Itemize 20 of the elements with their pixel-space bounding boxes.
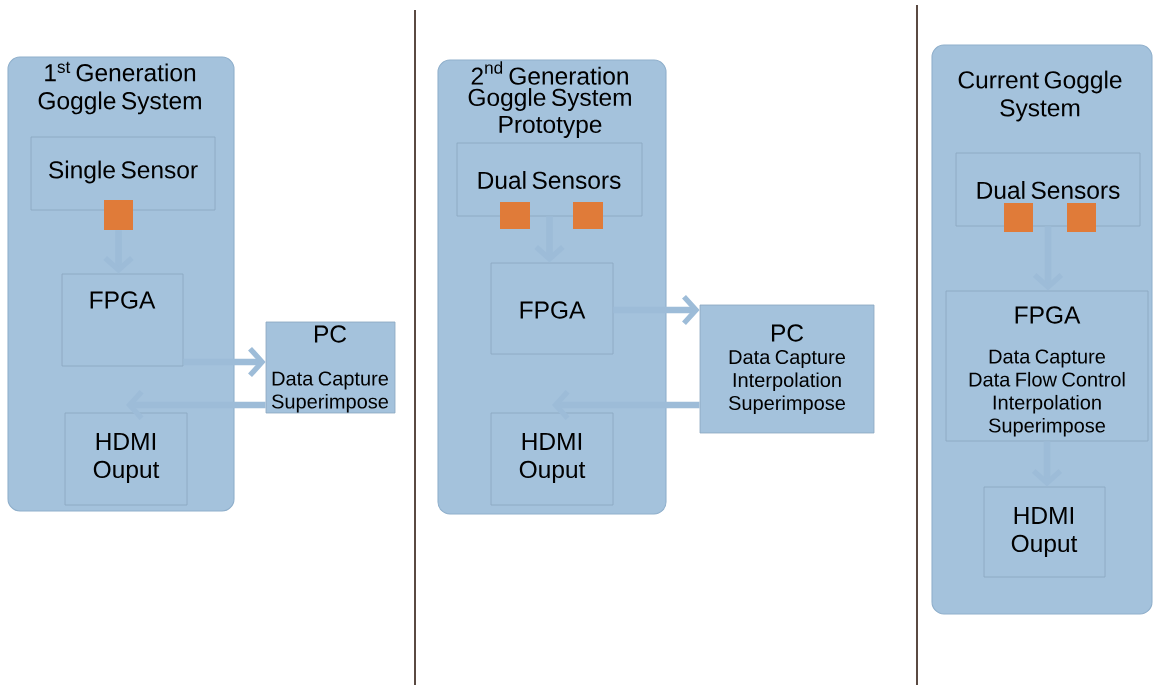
arrow [183, 346, 266, 378]
component-box: PC Data Capture Superimpose [265, 321, 396, 414]
component-box: FPGA Data Capture Data Flow Control Interpolation Superimpose [945, 290, 1149, 442]
component-box: FPGA [490, 262, 614, 355]
component-box: HDMI Ouput [64, 412, 188, 506]
component-box: Dual Sensors [955, 152, 1141, 227]
arrow [613, 294, 700, 326]
component-box: PC Data Capture Interpolation Superimpose [699, 304, 875, 434]
component-box: Dual Sensors [456, 142, 643, 217]
component-box: HDMI Ouput [983, 486, 1106, 578]
sensor-square [573, 202, 603, 229]
component-box: Single Sensor [30, 136, 216, 211]
arrow [1032, 226, 1064, 291]
component-box: HDMI Ouput [490, 412, 614, 506]
sensor-square [500, 202, 530, 229]
sensor-square [104, 200, 133, 230]
sensor-square [1004, 203, 1033, 232]
component-box: FPGA [61, 273, 184, 367]
arrow [552, 389, 700, 421]
arrow [126, 389, 266, 421]
